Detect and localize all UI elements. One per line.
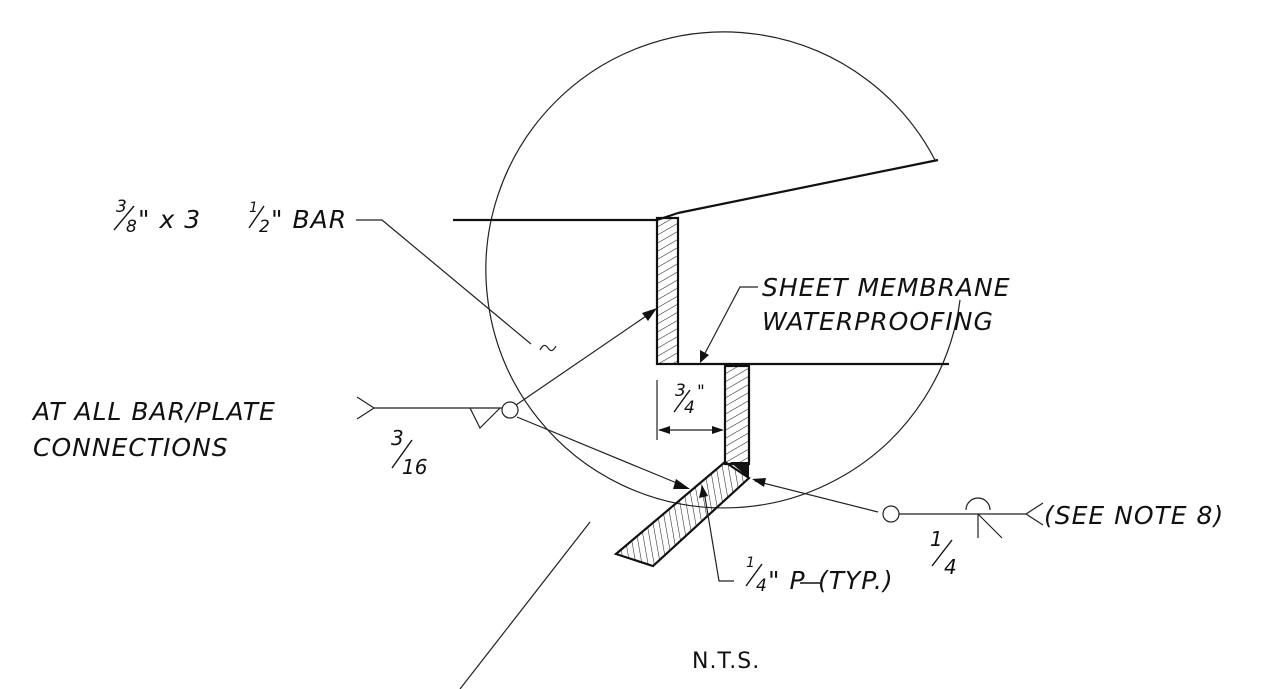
svg-text:(TYP.): (TYP.) (818, 566, 894, 595)
weld-right-backing-symbol (965, 497, 991, 511)
vertical-plate (723, 364, 751, 466)
svg-text:": " (697, 382, 705, 402)
membrane-leader (702, 286, 758, 358)
sloped-plate (613, 460, 751, 568)
weld-all-around-circle (501, 401, 519, 419)
vertical-bar (655, 216, 680, 366)
membrane-label-line2: WATERPROOFING (762, 307, 994, 336)
svg-text:1: 1 (746, 555, 755, 571)
see-note-label: (SEE NOTE 8) (1044, 501, 1224, 530)
weld-right-tail (1025, 502, 1044, 526)
weld-right-fillet-symbol (977, 513, 1003, 539)
plate-label: 1 4 " P (TYP.) (745, 555, 894, 596)
svg-text:3: 3 (391, 426, 404, 450)
section-leader (459, 521, 591, 689)
svg-text:" P: " P (768, 566, 806, 595)
weld-left-tail (356, 396, 376, 420)
svg-text:" x 3: " x 3 (138, 205, 201, 234)
weld-left-arrowhead-1 (642, 308, 657, 321)
svg-text:4: 4 (756, 576, 767, 596)
svg-text:3: 3 (675, 381, 686, 401)
dim-label: 3 4 " (673, 381, 705, 418)
weld-left-size: 3 16 (391, 426, 427, 479)
weld-right-size: 1 4 (930, 527, 957, 579)
plate-arrowhead (699, 485, 708, 498)
bar-leader (356, 219, 532, 345)
svg-text:" BAR: " BAR (271, 205, 347, 234)
detail-circle (485, 31, 961, 509)
weld-left-arrowhead-2 (673, 479, 690, 489)
svg-text:3: 3 (116, 197, 127, 217)
bar-label: 3 8 " x 3 1 2 " BAR (113, 197, 347, 237)
svg-text:16: 16 (402, 455, 427, 479)
weld-left-arrow-line-1 (515, 311, 653, 406)
svg-text:4: 4 (684, 398, 695, 418)
weld-right-arrowhead (752, 478, 766, 487)
svg-text:1: 1 (930, 527, 943, 551)
dim-arrow-left (658, 426, 670, 434)
weld-left-fillet-symbol (469, 407, 501, 430)
membrane-arrow (700, 350, 709, 363)
svg-text:4: 4 (944, 555, 957, 579)
weld-right-all-around-circle (882, 505, 900, 523)
weld-note-line2: CONNECTIONS (33, 433, 229, 462)
dim-arrow-right (712, 426, 724, 434)
beam-top-line (677, 158, 939, 215)
nts-label: N.T.S. (692, 649, 760, 674)
plate-leader (703, 490, 734, 582)
weld-left-arrow-line-2 (516, 416, 685, 487)
membrane-label-line1: SHEET MEMBRANE (762, 273, 1011, 302)
svg-text:1: 1 (249, 200, 258, 216)
weld-right-arrow-line (754, 480, 879, 513)
svg-text:8: 8 (126, 217, 137, 237)
svg-text:2: 2 (259, 217, 270, 237)
break-mark (539, 344, 557, 352)
weld-note-line1: AT ALL BAR/PLATE (31, 397, 276, 426)
